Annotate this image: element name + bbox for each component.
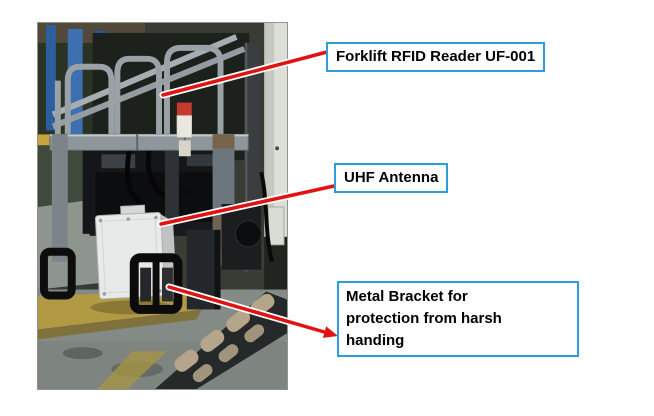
callout-metal-bracket-line2: protection from harsh: [346, 310, 502, 327]
callout-metal-bracket-line3: handing: [346, 332, 405, 349]
callout-metal-bracket: Metal Bracket for protection from harsh …: [337, 281, 579, 357]
arrowhead-icon: [322, 326, 338, 338]
callout-rfid-reader: Forklift RFID Reader UF-001: [326, 42, 546, 72]
callout-uhf-antenna: UHF Antenna: [334, 163, 449, 193]
callout-metal-bracket-line1: Metal Bracket for: [346, 288, 468, 305]
forklift-photo: [37, 22, 288, 390]
forklift-photo-art: [38, 23, 287, 389]
